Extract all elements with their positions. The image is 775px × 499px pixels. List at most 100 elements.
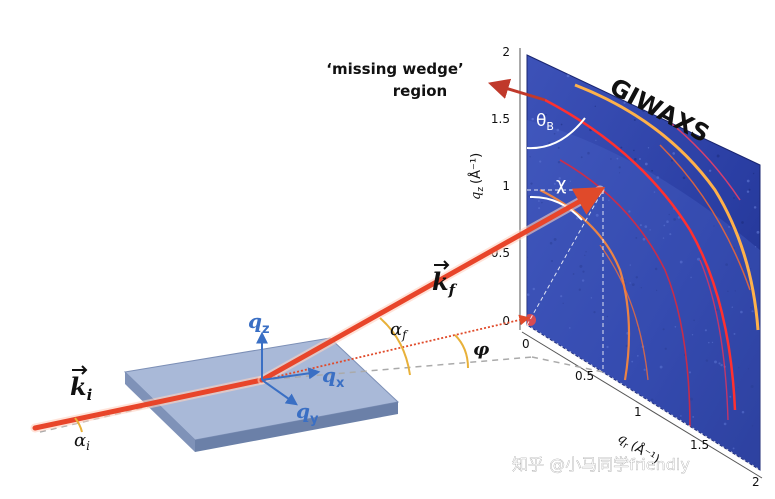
detector-speckle <box>613 436 617 440</box>
detector-speckle <box>554 382 558 386</box>
detector-speckle <box>653 191 656 193</box>
detector-speckle <box>630 412 633 415</box>
qr-tick-4: 2 <box>752 475 760 489</box>
chi-annotation: χ <box>529 174 583 221</box>
alpha-f-arc <box>379 317 411 376</box>
detector-speckle <box>557 146 560 149</box>
detector-speckle <box>582 270 585 273</box>
detector-speckle <box>641 75 643 78</box>
detector-speckle <box>579 264 583 268</box>
qz-tick-2: 1 <box>502 179 510 193</box>
detector-speckle <box>569 180 572 182</box>
detector-speckle <box>575 217 579 220</box>
detector-speckle <box>545 113 547 116</box>
detector-speckle <box>690 276 692 279</box>
missing-wedge-annotation: ‘missing wedge’ region <box>326 60 546 102</box>
detector-speckle <box>642 237 646 241</box>
detector-speckle <box>672 152 675 155</box>
detector-speckle <box>741 221 744 224</box>
detector-speckle <box>720 363 723 367</box>
detector-speckle <box>568 327 571 329</box>
detector-speckle <box>634 158 637 161</box>
detector-speckle <box>585 251 587 253</box>
detector-speckle <box>546 361 550 365</box>
qr-tick-2: 1 <box>634 405 642 419</box>
detector-speckle <box>590 439 593 443</box>
detector-speckle <box>640 287 642 289</box>
detector-speckle <box>734 290 736 292</box>
detector-speckle <box>535 380 539 384</box>
detector-speckle <box>724 67 726 69</box>
detector-speckle <box>606 315 609 318</box>
qx-vector <box>261 367 321 381</box>
detector-speckle <box>556 128 560 132</box>
detector-speckle <box>584 254 586 257</box>
detector-speckle <box>756 230 760 234</box>
detector-speckle <box>679 85 682 88</box>
detector-speckle <box>628 210 631 213</box>
detector-speckle <box>751 310 754 313</box>
detector-speckle <box>679 416 681 419</box>
detector-speckle <box>732 73 735 76</box>
detector-speckle <box>651 169 654 172</box>
detector-speckle <box>555 355 558 359</box>
theta-b-label: θB <box>536 111 554 133</box>
detector-speckle <box>663 224 666 227</box>
qz-tick-3: 1.5 <box>491 112 510 126</box>
detector-speckle <box>607 61 609 64</box>
detector-speckle <box>623 101 626 104</box>
detector-speckle <box>733 197 735 199</box>
detector-speckle <box>529 156 531 158</box>
detector-speckle <box>598 392 601 396</box>
detector-speckle <box>569 409 572 412</box>
detector-speckle <box>581 420 584 423</box>
detector-speckle <box>628 401 631 404</box>
detector-speckle <box>714 360 717 364</box>
detector-speckle <box>752 172 755 175</box>
detector-panel <box>526 54 761 471</box>
detector-speckle <box>537 200 540 202</box>
qr-tick-3: 1.5 <box>690 438 709 452</box>
detector-speckle <box>582 447 584 450</box>
detector-speckle <box>629 282 631 284</box>
diffraction-ring-3 <box>574 83 760 331</box>
detector-speckle <box>587 151 590 155</box>
detector-speckle <box>728 225 731 228</box>
detector-speckle <box>737 386 739 388</box>
detector-speckle <box>746 190 750 193</box>
detector-speckle <box>531 117 534 121</box>
detector-speckle <box>557 160 561 164</box>
detector-speckle <box>680 415 682 417</box>
detector-speckle <box>638 58 641 60</box>
diffraction-ring-8 <box>699 259 729 421</box>
q-vectors <box>256 331 321 406</box>
detector-speckle <box>754 56 756 58</box>
alpha-f-label: αf <box>390 319 409 342</box>
detector-speckle <box>718 362 721 365</box>
alpha-i-arc <box>74 417 83 433</box>
missing-wedge-label-line2: region <box>393 82 447 100</box>
detector-speckle <box>581 279 585 282</box>
detector-speckle <box>639 158 641 160</box>
detector-speckle <box>676 444 678 446</box>
detector-speckle <box>539 160 542 163</box>
qy-vector <box>261 379 298 406</box>
detector-speckle <box>656 176 660 179</box>
detector-speckle <box>633 118 636 122</box>
detector-speckle <box>725 263 728 266</box>
detector-speckle <box>666 220 669 223</box>
detector-speckle <box>668 213 670 216</box>
detector-speckle <box>711 341 714 344</box>
detector-speckle <box>562 302 564 304</box>
detector-speckle <box>691 334 694 336</box>
detector-speckle <box>636 355 639 357</box>
detector-speckle <box>579 446 581 449</box>
detector-speckle <box>542 121 545 123</box>
alpha-i-label: αi <box>74 430 90 453</box>
detector-speckle <box>538 207 541 210</box>
detector-speckle <box>716 154 720 158</box>
detector-speckle <box>564 55 568 58</box>
detector-speckle <box>544 419 546 422</box>
qr-tick-0: 0 <box>522 337 530 351</box>
detector-speckle <box>670 95 673 97</box>
